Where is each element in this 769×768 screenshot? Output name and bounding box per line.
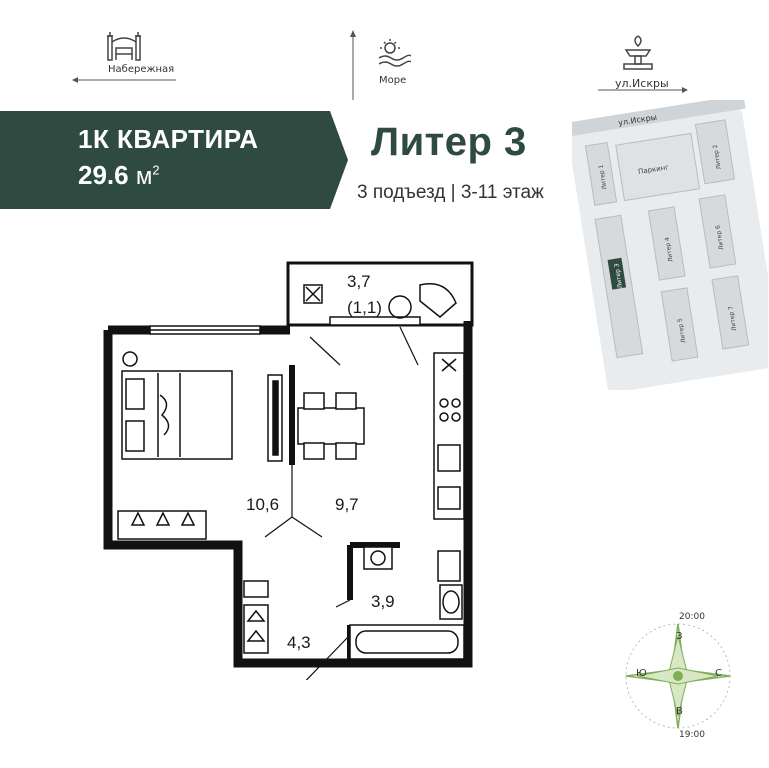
compass [625,623,731,729]
bathroom-fixtures [349,546,465,660]
compass-time-top: 20:00 [679,612,705,622]
fountain-icon [623,35,653,70]
site-building-2: Литер 2 [712,144,723,170]
compass-south: В [676,706,683,717]
hall-wardrobe [243,580,269,654]
dining-table [297,392,365,460]
wardrobe [117,510,207,540]
embankment-icon [107,32,141,61]
compass-time-bottom: 19:00 [679,730,705,740]
site-building-5: Литер 5 [677,317,688,343]
kitchen-counter [433,352,465,520]
lamp-icon [122,351,138,367]
site-building-3: Литер 3 [613,263,624,289]
apartment-area: 29.6 м2 [78,160,160,190]
bedroom-area: 10,6 [246,495,280,514]
area-value: 29.6 [78,160,129,190]
hall-area: 4,3 [287,633,311,652]
site-building-7: Литер 7 [727,305,738,331]
site-building-6: Литер 6 [714,224,725,250]
area-unit: м [135,163,153,190]
bathroom-area: 3,9 [371,592,395,611]
balcony-fixtures [303,283,457,319]
floor-plan [103,261,474,680]
living-area: 9,7 [335,495,359,514]
sea-label: Море [379,75,407,86]
building-subtitle: 3 подъезд | 3-11 этаж [357,182,544,203]
embankment-label: Набережная [108,64,175,75]
compass-west: Ю [636,668,647,679]
windows [149,316,421,335]
apartment-banner [0,111,348,209]
site-plan: ул.Искры Паркинг Литер 1 Литер 2 Литер 3… [572,100,768,390]
tv-stand [267,374,283,462]
street-label: ул.Искры [615,77,669,90]
sea-icon [378,39,411,67]
balcony-reduced-area: (1,1) [347,298,382,317]
door-swings [264,326,419,680]
compass-north: З [676,631,683,642]
compass-east: С [715,668,722,679]
balcony-area: 3,7 [347,272,371,291]
building-title: Литер 3 [371,120,527,164]
apartment-type: 1К КВАРТИРА [78,124,259,154]
arrow-right-icon [598,87,688,93]
site-building-4: Литер 4 [664,236,675,262]
bed [121,370,233,460]
arrow-up-icon [350,30,356,100]
arrow-left-icon [72,77,176,83]
site-building-1: Литер 1 [598,164,609,190]
exterior-walls [103,321,473,668]
